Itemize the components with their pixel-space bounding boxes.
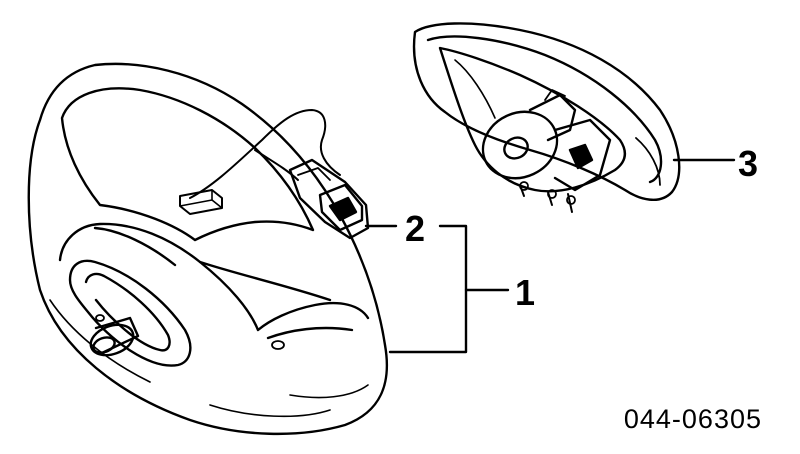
airbag-module [412, 22, 681, 213]
leader-lines [364, 158, 736, 354]
diagram-reference-number: 044-06305 [624, 404, 762, 434]
callout-1: 1 [515, 272, 535, 313]
connector-clip [288, 158, 370, 240]
callout-3: 3 [738, 143, 758, 184]
steering-wheel [27, 62, 389, 436]
callout-2: 2 [405, 208, 425, 249]
